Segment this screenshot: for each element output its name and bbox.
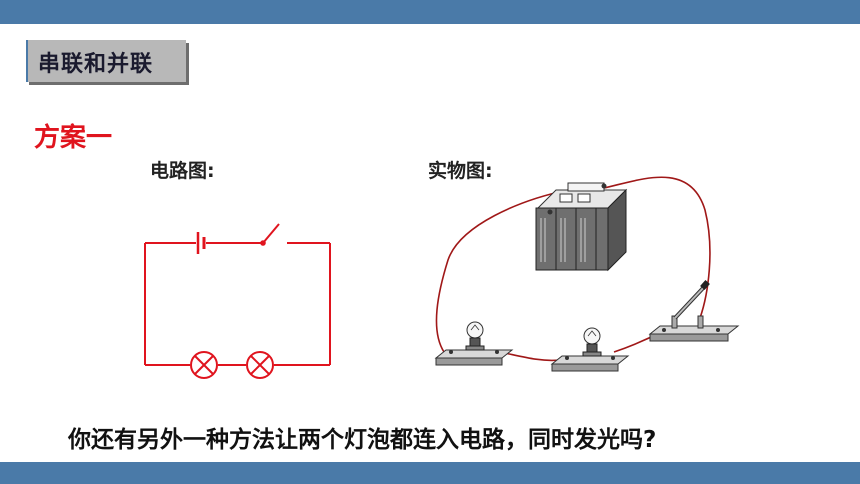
physical-diagram <box>434 176 740 372</box>
question-text: 你还有另外一种方法让两个灯泡都连入电路，同时发光吗? <box>68 427 657 453</box>
top-bar <box>0 0 860 24</box>
lamp-icon <box>246 351 274 379</box>
battery-icon <box>196 232 206 254</box>
circuit-diagram-label: 电路图: <box>150 160 215 182</box>
section-title: 串联和并联 <box>38 52 154 77</box>
bottom-bar <box>0 462 860 484</box>
scheme-label: 方案一 <box>34 123 113 153</box>
section-title-box: 串联和并联 <box>26 40 186 82</box>
lamp-icon <box>190 351 218 379</box>
bulb-icon <box>550 327 630 372</box>
battery-icon <box>535 182 628 272</box>
physical-diagram-label: 实物图: <box>428 160 493 182</box>
switch-icon <box>260 223 280 246</box>
knife-switch-icon <box>648 280 740 342</box>
bulb-icon <box>434 321 514 366</box>
